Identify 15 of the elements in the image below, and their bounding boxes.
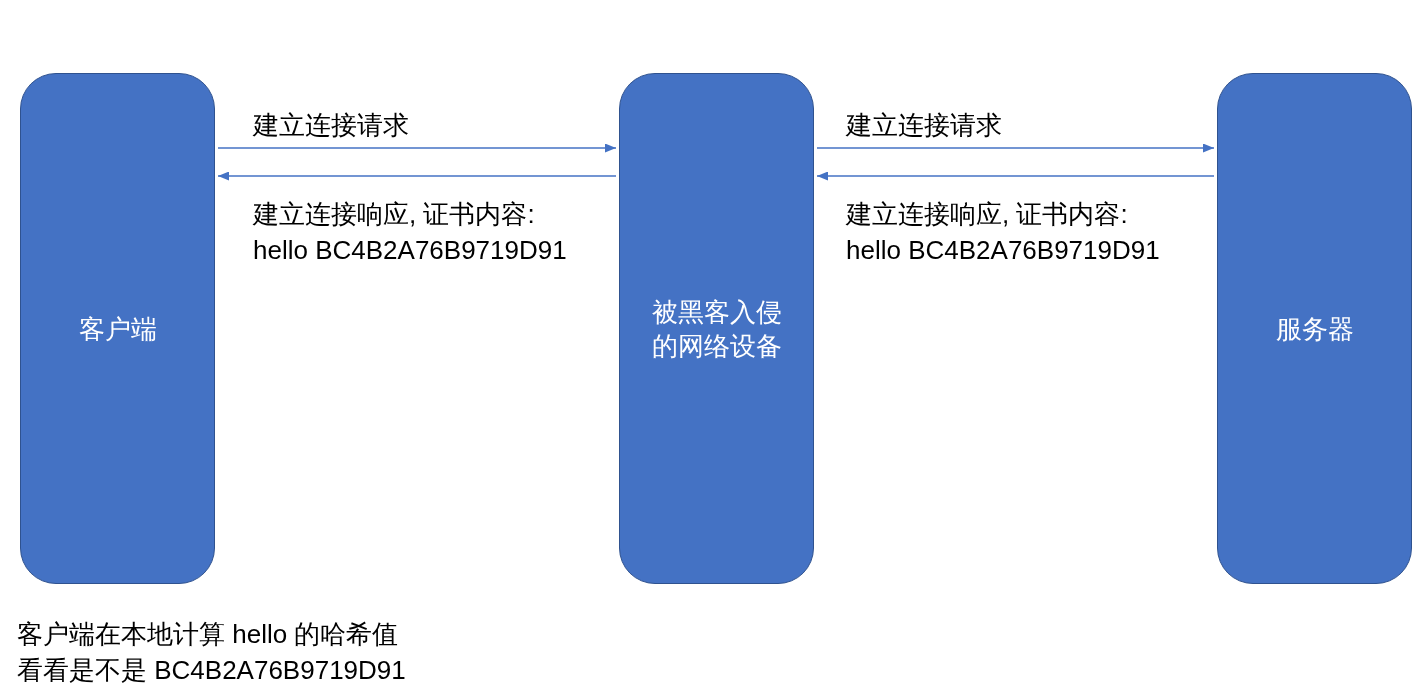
arrow bbox=[217, 143, 617, 153]
arrow bbox=[217, 171, 617, 181]
edge-label: 建立连接请求 bbox=[846, 109, 1003, 142]
edge-label: 建立连接响应, 证书内容: hello BC4B2A76B9719D91 bbox=[846, 198, 1161, 267]
box-label: 服务器 bbox=[1275, 312, 1354, 346]
arrow bbox=[816, 171, 1215, 181]
rounded-box bbox=[1217, 73, 1412, 584]
edge-label: 建立连接响应, 证书内容: hello BC4B2A76B9719D91 bbox=[253, 198, 568, 267]
rounded-box bbox=[20, 73, 215, 584]
note-text: 客户端在本地计算 hello 的哈希值看看是不是 BC4B2A76B9719D91 bbox=[17, 618, 407, 687]
arrow bbox=[816, 143, 1215, 153]
box-label: 客户端 bbox=[78, 312, 157, 346]
edge-label: 建立连接请求 bbox=[253, 109, 410, 142]
box-label: 被黑客入侵的网络设备 bbox=[650, 295, 783, 363]
rounded-box bbox=[619, 73, 814, 584]
